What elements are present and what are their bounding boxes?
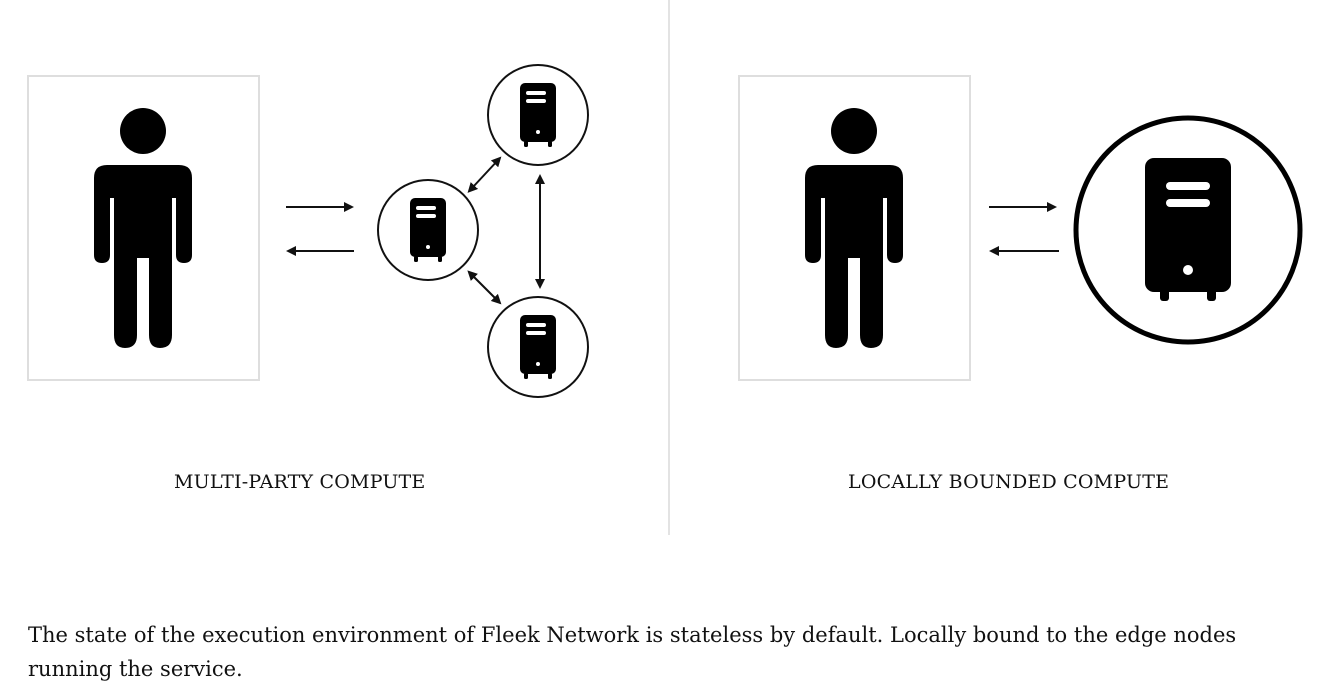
person-icon <box>805 108 903 348</box>
multi-party-compute-caption: MULTI-PARTY COMPUTE <box>174 471 426 493</box>
server-icon <box>1145 158 1231 301</box>
diagram-figure: MULTI-PARTY COMPUTE LOCALLY BOUNDED COMP… <box>27 0 1303 535</box>
figure-description: The state of the execution environment o… <box>28 623 1237 681</box>
server-node-bottom <box>487 296 589 398</box>
server-node-center <box>377 179 479 281</box>
locally-bounded-compute-diagram <box>738 75 1303 381</box>
person-icon <box>94 108 192 348</box>
server-icon <box>520 315 556 379</box>
server-icon <box>410 198 446 262</box>
multi-party-compute-diagram <box>27 64 589 398</box>
server-icon <box>520 83 556 147</box>
server-node-top <box>487 64 589 166</box>
locally-bounded-compute-caption: LOCALLY BOUNDED COMPUTE <box>848 471 1170 493</box>
server-node-local <box>1073 115 1303 345</box>
panel-divider <box>668 0 670 535</box>
sync-arrow-center-bottom <box>467 270 502 305</box>
sync-arrow-center-top <box>467 156 502 193</box>
